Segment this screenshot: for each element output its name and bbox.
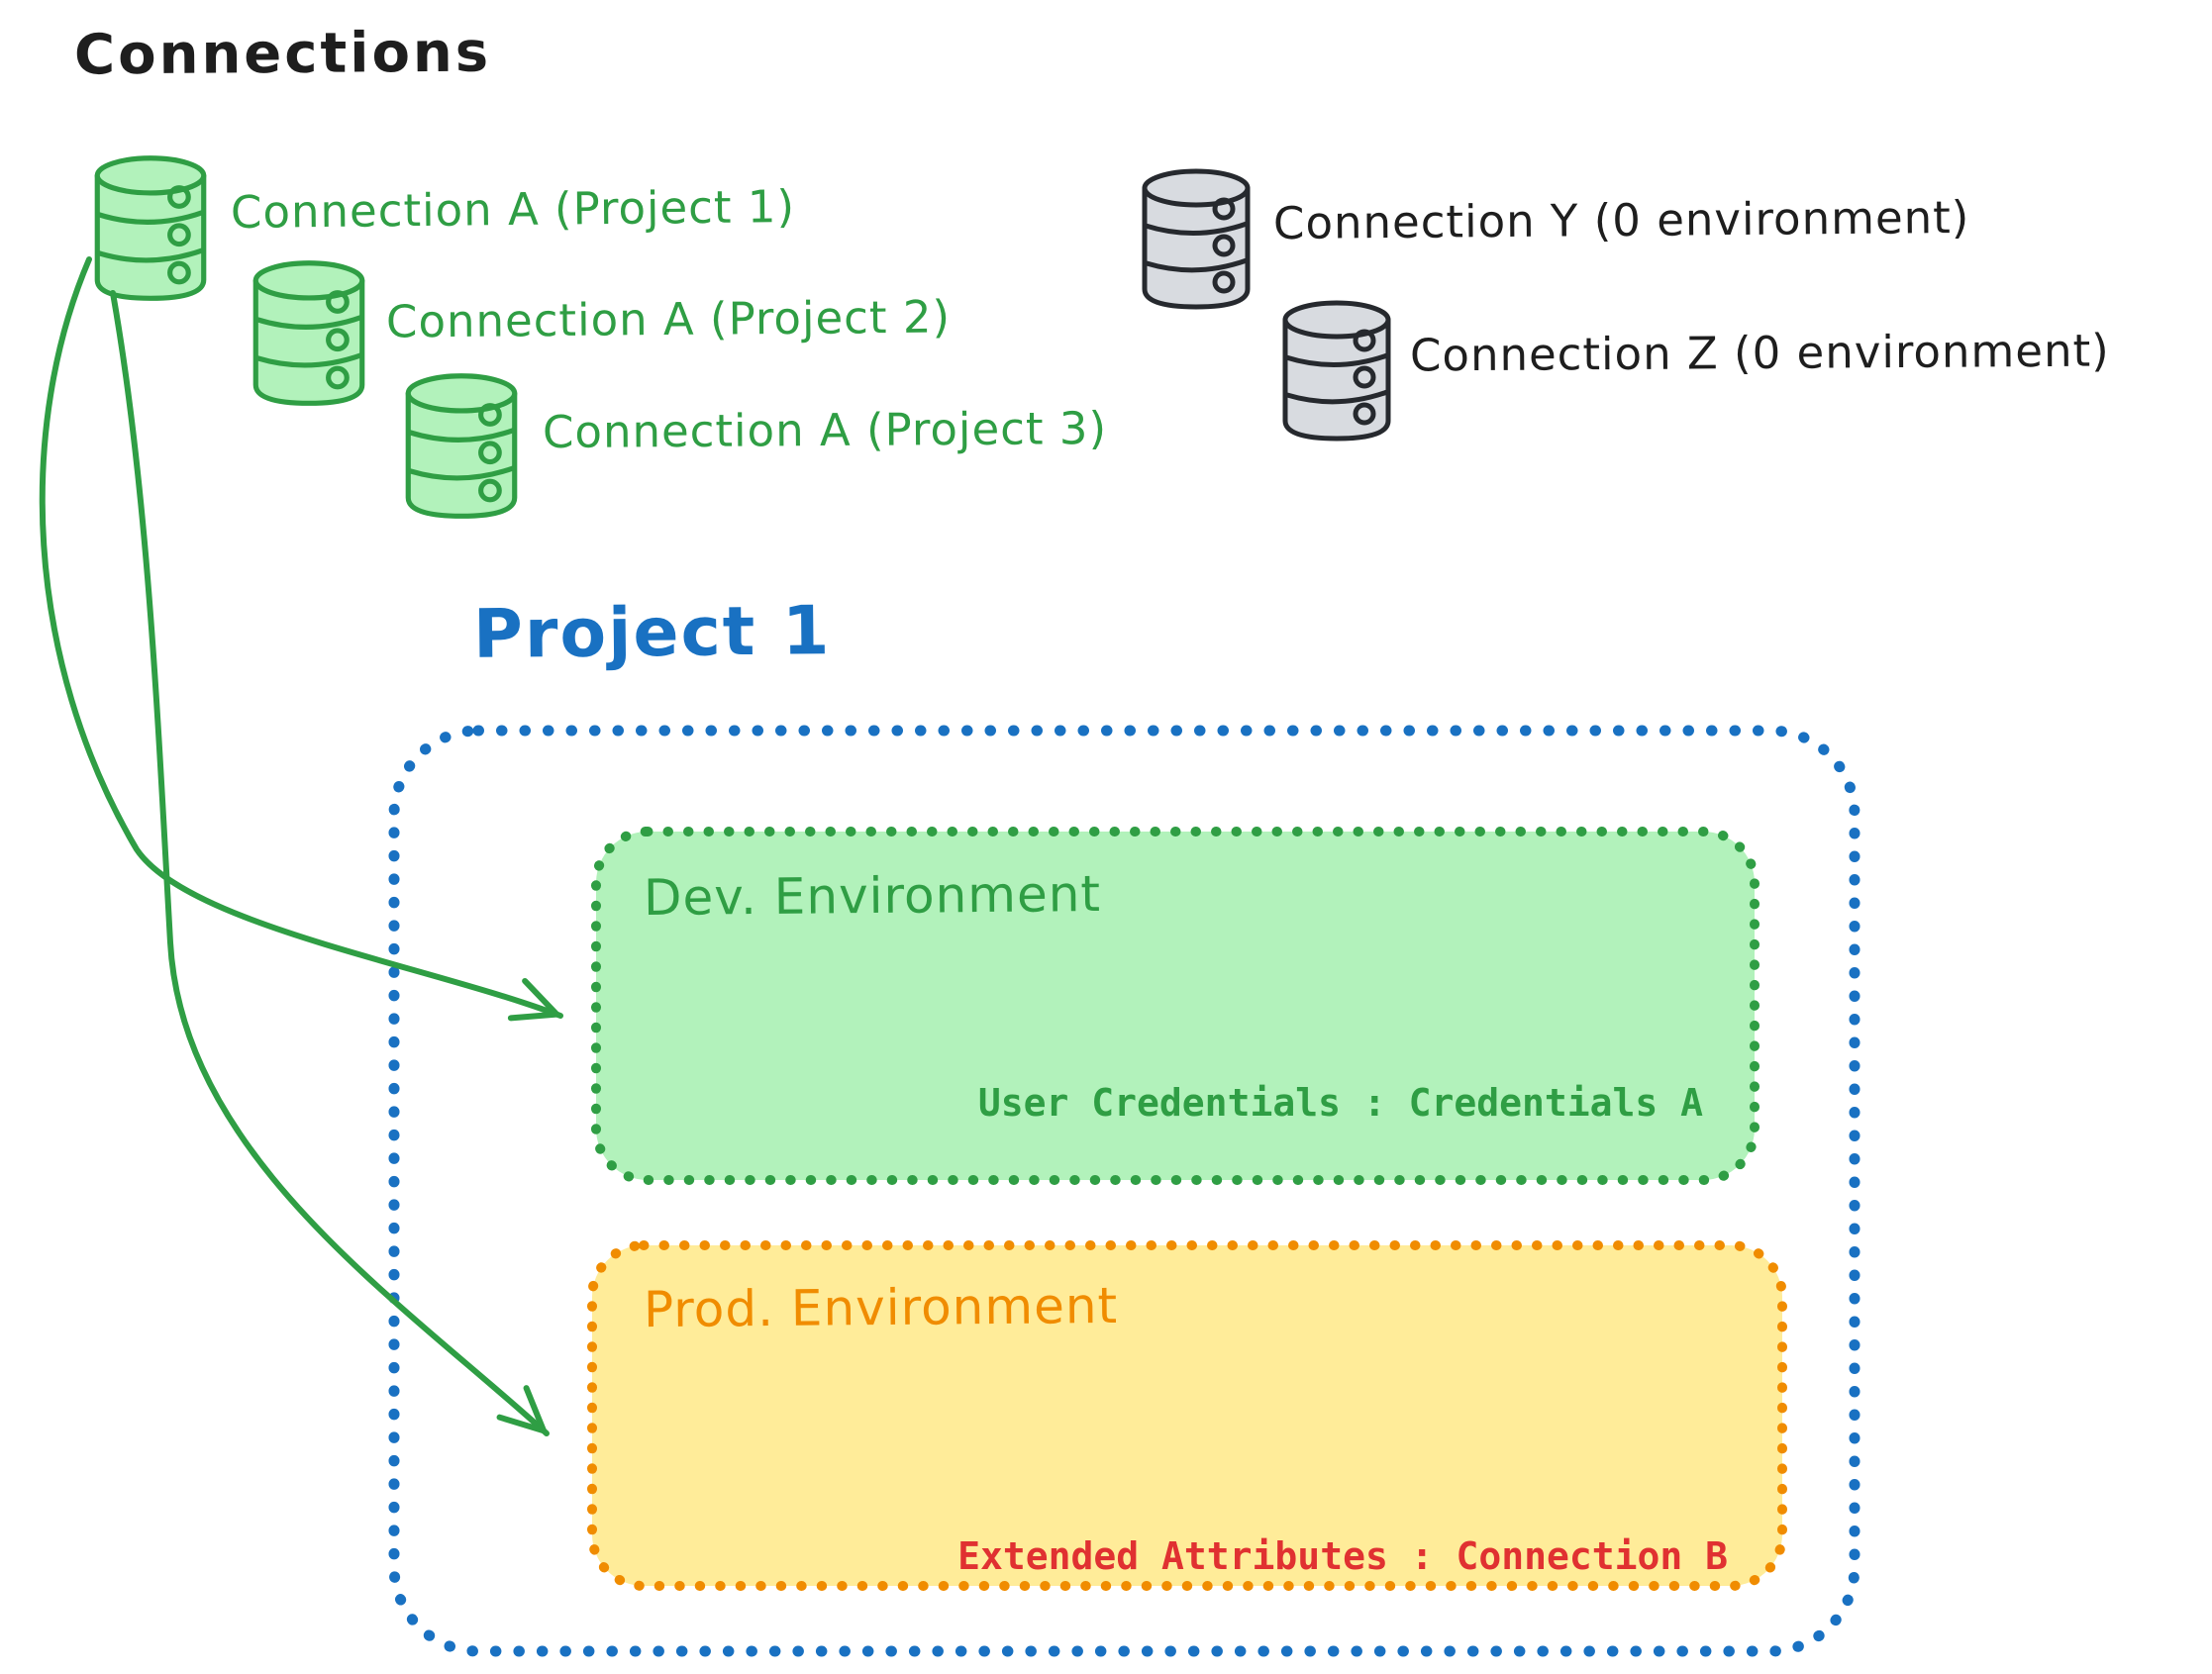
prod-mapping-line-1: Extended Attributes : Connection B [957,1533,1728,1578]
dev-credentials-text: User Credentials : Credentials A [977,1081,1703,1125]
connection-a-project-2-label: Connection A (Project 2) [385,290,952,348]
connection-z-label: Connection Z (0 environment) [1409,324,2110,382]
database-icon-connection-y [1137,161,1256,314]
connection-a-project-1-label: Connection A (Project 1) [230,180,796,239]
dev-environment-box [591,827,1760,1185]
connections-title: Connections [73,20,492,88]
prod-mapping-text: Extended Attributes : Connection B Ext.A… [592,1424,1728,1674]
database-icon-connection-a-project-2 [248,253,370,410]
connection-y-label: Connection Y (0 environment) [1272,190,1970,250]
dev-environment-title: Dev. Environment [643,864,1102,928]
database-icon-connection-a-project-1 [89,148,212,305]
prod-environment-title: Prod. Environment [643,1276,1119,1339]
connection-a-project-3-label: Connection A (Project 3) [542,402,1108,458]
database-icon-connection-a-project-3 [400,366,523,523]
prod-environment-box [587,1240,1787,1591]
project-1-title: Project 1 [472,592,832,674]
project-1-boundary [388,725,1860,1657]
database-icon-connection-z [1277,293,1396,445]
